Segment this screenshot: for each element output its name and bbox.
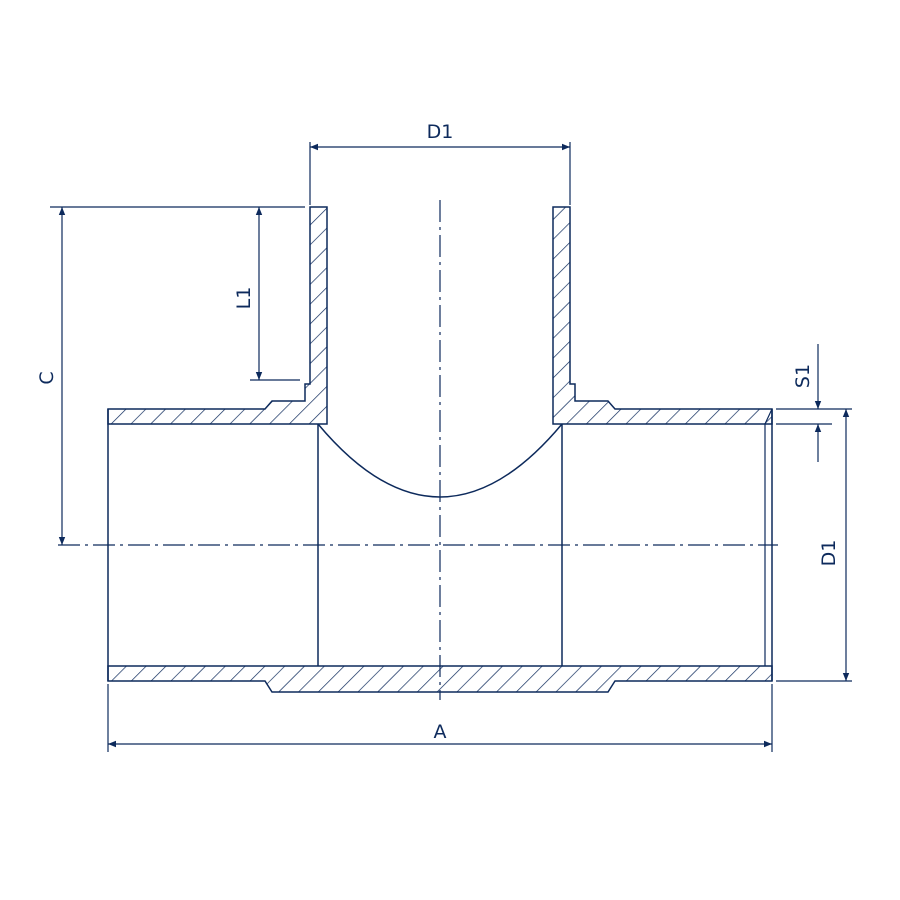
- label-side-diameter: D1: [818, 540, 840, 567]
- label-wall-thickness: S1: [792, 364, 814, 388]
- dimension-labels: D1 C L1 S1 D1 A: [36, 121, 840, 743]
- label-socket-depth: L1: [233, 287, 255, 310]
- dimension-lines: [58, 143, 850, 748]
- centre-lines: [58, 200, 778, 700]
- extension-lines: [50, 142, 852, 752]
- label-overall-length: A: [434, 721, 447, 743]
- label-top-width: D1: [427, 121, 454, 143]
- label-height: C: [36, 371, 58, 384]
